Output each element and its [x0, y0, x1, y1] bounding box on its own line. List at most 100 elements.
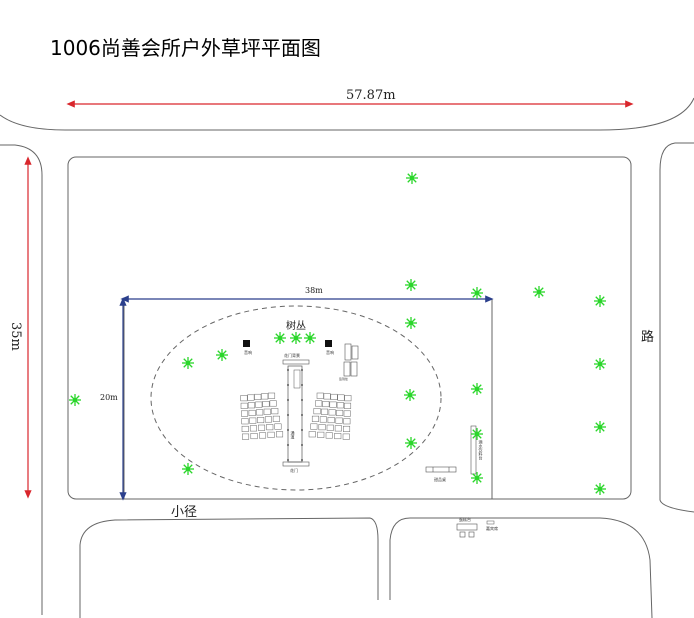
tree-icon: [471, 287, 483, 299]
guest-chair: [310, 423, 318, 430]
speaker-left: [243, 340, 250, 347]
guest-chair: [335, 417, 343, 424]
guest-chair: [344, 395, 352, 402]
guest-chair: [343, 425, 351, 432]
tree-icon: [404, 389, 416, 401]
dessert-table-label: 甜品桌: [434, 476, 446, 482]
tree-icon: [405, 437, 417, 449]
guest-chair: [241, 418, 249, 425]
guest-chair: [261, 393, 269, 400]
guest-chair: [311, 415, 319, 422]
guest-chair: [264, 416, 272, 423]
guest-chair: [329, 401, 337, 408]
guest-chair: [272, 415, 280, 422]
guest-chair: [328, 409, 336, 416]
tree-icon: [290, 332, 302, 344]
guest-chair: [336, 409, 344, 416]
road-top-curb: [0, 97, 694, 131]
guest-chair: [241, 410, 249, 417]
road-label: 路: [641, 329, 654, 345]
event-area: [123, 298, 493, 500]
guest-chair: [242, 433, 250, 440]
trees: [69, 172, 606, 495]
guest-chair: [257, 417, 265, 424]
guest-chair: [337, 394, 345, 401]
guest-chair: [240, 395, 248, 402]
dimension-area-depth-label: 20m: [100, 393, 118, 402]
guest-chair: [263, 408, 271, 415]
tree-icon: [216, 349, 228, 361]
guest-chair: [247, 402, 255, 409]
page-title: 1006尚善会所户外草坪平面图: [50, 36, 321, 60]
guest-chair: [262, 401, 270, 408]
guest-chair: [330, 393, 338, 400]
path-bottom-right-curb: [389, 517, 653, 618]
road-right-curb: [659, 142, 694, 513]
tree-icon: [405, 317, 417, 329]
cake-table: [456, 523, 478, 538]
guest-chair: [256, 409, 264, 416]
guest-chair: [321, 408, 329, 415]
guest-chair: [274, 423, 282, 430]
guest-chair: [322, 401, 330, 408]
sign-desk: [343, 343, 359, 377]
guest-chair: [326, 424, 334, 431]
guest-chair: [334, 433, 342, 440]
tree-icon: [594, 358, 606, 370]
tree-icon: [471, 428, 483, 440]
guest-chair: [254, 393, 262, 400]
path-bottom-left-curb: [79, 517, 379, 618]
guest-chair: [334, 425, 342, 432]
speaker-right-label: 音响: [326, 349, 334, 355]
tree-icon: [533, 286, 545, 298]
tree-icon: [182, 357, 194, 369]
dimension-total-depth-label: 35m: [8, 322, 23, 351]
flower-gate-label: 花门: [290, 467, 298, 473]
guest-chair: [267, 431, 275, 438]
guest-chair: [266, 424, 274, 431]
guest-chair: [259, 432, 267, 439]
flower-gate: [282, 461, 310, 467]
guest-chair: [269, 400, 277, 407]
flower-gate-backdrop: [282, 359, 310, 365]
tree-icon: [405, 279, 417, 291]
guest-chair: [315, 400, 323, 407]
guest-chair: [319, 416, 327, 423]
tree-icon: [594, 483, 606, 495]
guest-chair: [247, 394, 255, 401]
guest-chair: [255, 401, 263, 408]
lawn-boundary: [67, 156, 632, 500]
tree-icon: [406, 172, 418, 184]
guest-chair: [241, 425, 249, 432]
dimension-area-width-label: 38m: [305, 286, 323, 295]
guest-chair: [343, 410, 351, 417]
guest-chair: [249, 417, 257, 424]
guest-chair: [327, 417, 335, 424]
dessert-table: [425, 466, 457, 473]
guest-seats-right: [308, 392, 352, 440]
guest-area-label: 嘉宾席: [486, 525, 498, 531]
drinks-table-label: 酒水饮料台: [479, 439, 484, 461]
guest-chair: [249, 425, 257, 432]
tree-icon: [182, 463, 194, 475]
path-label: 小径: [171, 505, 197, 520]
ceremony-zone-outline: [150, 305, 442, 491]
tree-icon: [69, 394, 81, 406]
guest-chair: [316, 392, 324, 399]
guest-chair: [250, 433, 258, 440]
tree-icon: [471, 383, 483, 395]
speaker-left-label: 音响: [244, 349, 252, 355]
guest-chair: [336, 402, 344, 409]
sign-desk-label: 签到处: [339, 376, 348, 381]
guest-seats-left: [240, 392, 284, 440]
guest-chair: [317, 431, 325, 438]
guest-chair: [258, 424, 266, 431]
cake-table-label: 蛋糕台: [459, 516, 471, 522]
aisle-label: 通道: [291, 430, 296, 440]
tree-icon: [471, 472, 483, 484]
tree-icon: [274, 332, 286, 344]
aisle-posts: [287, 369, 303, 461]
guest-chair: [343, 418, 351, 425]
tree-icon: [594, 295, 606, 307]
